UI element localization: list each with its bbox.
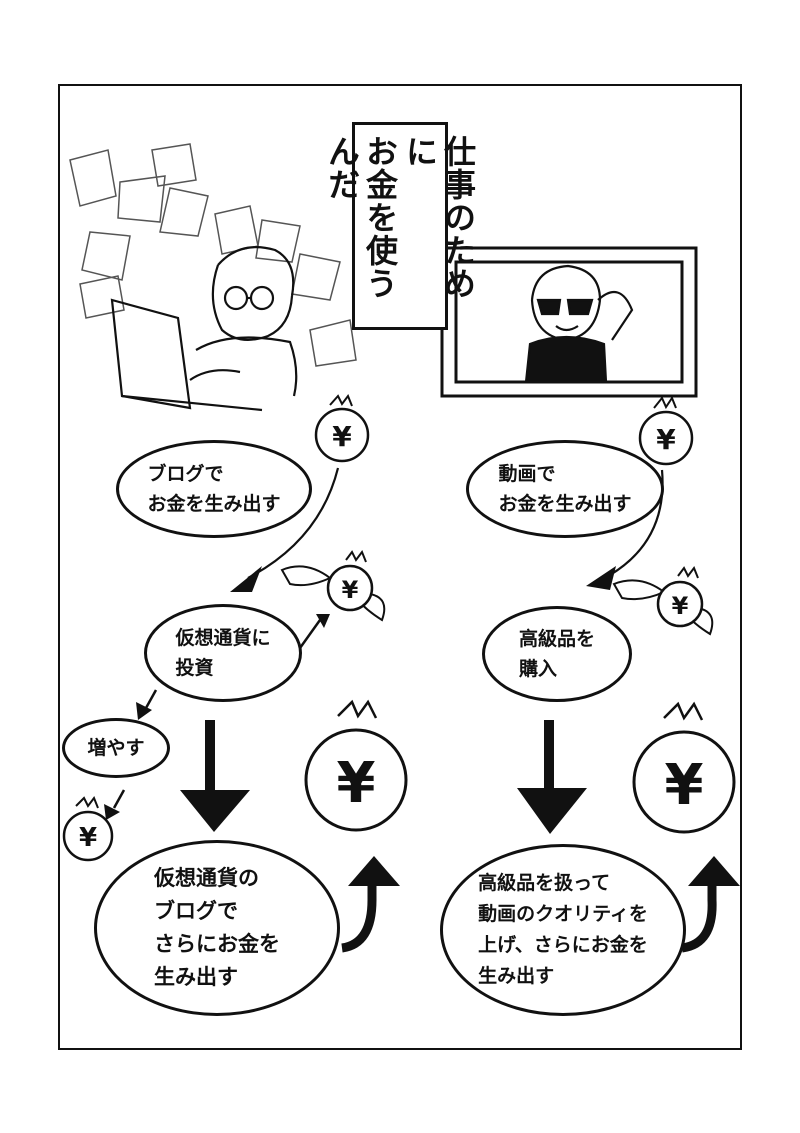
money-bag-icon: ¥ <box>638 395 694 466</box>
bubble-left-result-text: 仮想通貨の ブログで さらにお金を 生み出す <box>154 866 280 989</box>
svg-text:¥: ¥ <box>672 592 689 620</box>
arrow-head-left <box>230 566 262 592</box>
sunglasses-person <box>524 264 634 384</box>
arrow-head-small-down2 <box>104 804 120 820</box>
money-bag-icon: ¥ <box>314 393 370 463</box>
arrow-head-small-up <box>316 614 330 628</box>
money-bag-icon: ¥ <box>62 795 114 862</box>
big-down-arrow-left <box>180 720 250 832</box>
svg-text:¥: ¥ <box>337 751 376 816</box>
svg-text:¥: ¥ <box>332 420 352 453</box>
bubble-left-step1-text: ブログで お金を生み出す <box>147 463 281 515</box>
svg-text:¥: ¥ <box>656 423 676 456</box>
title-line-1: 仕事のために <box>401 135 477 300</box>
svg-text:¥: ¥ <box>342 576 359 604</box>
title-line-2: お金を使うんだ <box>323 135 399 300</box>
bubble-right-result: 高級品を扱って 動画のクオリティを 上げ、さらにお金を 生み出す <box>440 844 686 1016</box>
title-caption: 仕事のために お金を使うんだ <box>323 122 477 330</box>
small-arrows <box>112 619 322 809</box>
bubble-right-step2-text: 高級品を 購入 <box>518 628 595 680</box>
money-bag-icon: ¥ <box>632 701 736 834</box>
big-up-arrow-left <box>341 856 400 953</box>
person-at-laptop <box>110 246 298 412</box>
bubble-right-step1-text: 動画で お金を生み出す <box>498 463 632 515</box>
flying-papers <box>69 143 357 367</box>
bubble-left-branch: 増やす <box>62 718 170 778</box>
bubble-right-result-text: 高級品を扱って 動画のクオリティを 上げ、さらにお金を 生み出す <box>478 872 648 987</box>
winged-money-bag-icon: ¥ <box>280 549 386 622</box>
svg-text:¥: ¥ <box>79 823 97 853</box>
bubble-left-step1: ブログで お金を生み出す <box>116 440 312 538</box>
money-bag-icon: ¥ <box>304 699 408 832</box>
winged-money-bag-icon: ¥ <box>612 565 714 636</box>
bubble-right-step2: 高級品を 購入 <box>482 606 632 702</box>
big-up-arrow-right <box>681 856 740 953</box>
svg-text:¥: ¥ <box>665 753 704 818</box>
bubble-left-step2: 仮想通貨に 投資 <box>144 604 302 702</box>
arrow-head-right <box>586 566 616 590</box>
arrow-head-small-down1 <box>136 702 152 720</box>
bubble-right-step1: 動画で お金を生み出す <box>466 440 664 538</box>
bubble-left-branch-text: 増やす <box>87 737 145 759</box>
big-down-arrow-right <box>517 720 587 834</box>
bubble-left-result: 仮想通貨の ブログで さらにお金を 生み出す <box>94 840 340 1016</box>
bubble-left-step2-text: 仮想通貨に 投資 <box>175 627 271 679</box>
panel-border <box>58 84 742 1050</box>
arrow-left-diagonal <box>247 467 340 579</box>
